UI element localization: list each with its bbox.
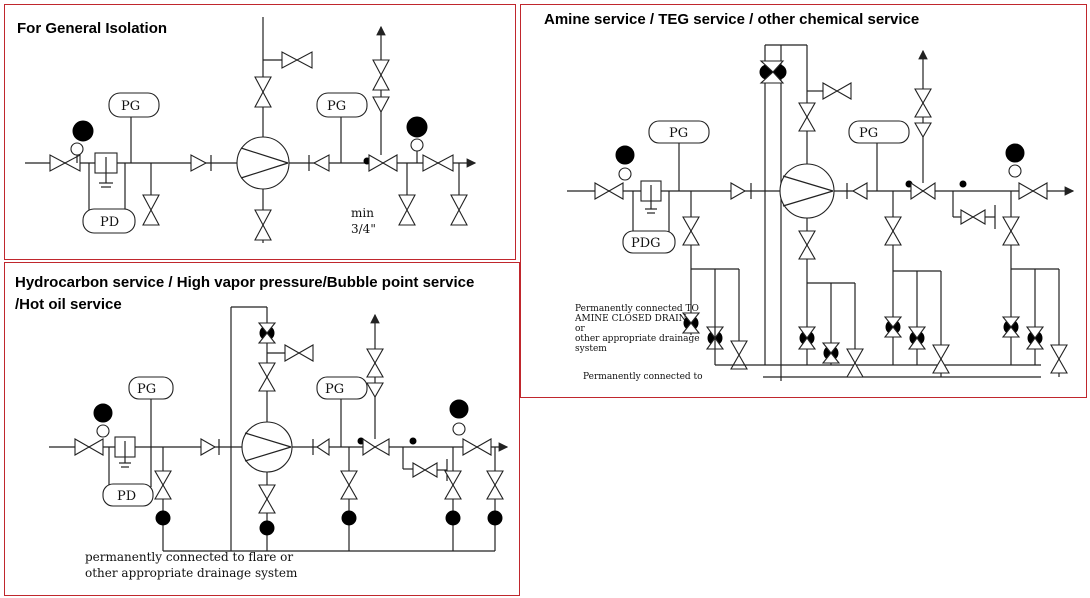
check-valve-discharge [846,182,868,200]
pressure-gauge-left [70,120,94,163]
vent-valve-upper [798,102,816,132]
pd-label: PD [117,489,136,504]
vent-valve-discharge [372,59,390,114]
pressure-gauge-right [1005,143,1025,178]
drain-valve-right [1001,216,1021,338]
bypass-valve [960,209,986,225]
drain-note-line2: AMINE CLOSED DRAIN [574,314,687,324]
strainer-symbol [94,152,118,188]
pg-right-bubble [316,376,368,400]
pg-left-label: PG [137,382,156,397]
control-valve [362,437,390,457]
panel-hydrocarbon-service: Hydrocarbon service / High vapor pressur… [4,262,520,596]
pg-left-bubble [648,120,710,144]
drain-valve-mid [340,470,358,526]
pg-right-bubble [848,120,910,144]
pressure-gauge-left [93,403,113,438]
drain-mid-closed-valves [907,326,950,374]
min-size-label: min [351,206,374,220]
drain-note-line6: Permanently connected to [583,372,703,382]
outlet-gate-valve [422,154,454,172]
amine-diagram: PDG PG Permanently connected TO AMINE CL… [567,44,1075,382]
strainer-symbol [114,436,136,468]
control-valve [910,181,936,201]
pump-drain-valve [258,484,276,536]
inlet-gate-valve [74,438,104,456]
vent-valve-upper [254,76,272,108]
inlet-gate-valve [49,154,81,172]
drain-note-line1: Permanently connected TO [575,304,699,314]
drain-note-line1: permanently connected to flare or [85,550,293,564]
pg-left-label: PG [669,126,688,141]
hydrocarbon-diagram: PD PG [49,306,509,580]
pump-drain-valves [797,230,817,350]
pressure-gauge-right [449,399,469,436]
pdg-label: PDG [631,236,661,251]
pg-right-label: PG [327,99,346,114]
pg-left-label: PG [121,99,140,114]
check-valve-discharge [312,437,330,457]
drain-valve-right [444,470,462,526]
panel-title: For General Isolation [17,20,168,37]
pdg-instrument-bubble [622,230,676,254]
pg-right-label: PG [859,126,878,141]
pump-drain-closed-valves [821,342,864,378]
panel-general-isolation: For General Isolation PD [4,4,516,260]
drain-note-line2: other appropriate drainage system [85,566,298,580]
pd-instrument-bubble [82,208,136,234]
pressure-gauge-right [406,116,428,163]
drain-valve-far-right [486,470,504,526]
min-size-value: 3/4" [351,222,376,236]
vent-valve-discharge [914,88,932,139]
drain-right-closed-valves [1025,326,1068,374]
drain-note-line5: system [575,344,607,354]
pg-right-label: PG [325,382,344,397]
pump-symbol [241,421,293,473]
drain-note-line3: or [575,324,585,334]
inlet-gate-valve [594,182,624,200]
panel-amine-service: Amine service / TEG service / other chem… [520,4,1087,398]
strainer-symbol [640,180,662,214]
drain-valve-mid [398,194,416,226]
vent-valve-side [284,344,314,362]
vent-valve-discharge [366,348,384,399]
drain-valve-mid [883,216,903,338]
drain-note-line4: other appropriate drainage [575,334,700,344]
pd-label: PD [100,215,119,230]
general-isolation-diagram: PD PG [25,17,477,243]
drain-valve-left [142,194,160,226]
panel-title: Hydrocarbon service / High vapor pressur… [15,274,475,313]
pg-left-bubble [108,92,160,118]
check-valve-suction [730,182,752,200]
drain-valve-right [450,194,468,226]
drain-valve-left [154,470,172,526]
bypass-valve [412,462,438,478]
pump-top-closed-valves [759,60,787,84]
control-valve [368,154,398,172]
pump-symbol [779,163,835,219]
check-valve-discharge [308,154,330,172]
pg-left-bubble [128,376,174,400]
pd-instrument-bubble [102,483,154,507]
pump-symbol [236,136,290,190]
drain-valve-left [682,216,700,246]
vent-valve-side [822,82,852,100]
panel-title: Amine service / TEG service / other chem… [544,11,920,28]
pg-right-bubble [316,92,368,118]
check-valve-suction [200,438,220,456]
pressure-gauge-left [615,145,635,181]
outlet-gate-valve [1018,182,1048,200]
vent-valve-side [281,51,313,69]
vent-valve-upper [257,322,277,392]
check-valve-suction [190,154,212,172]
outlet-gate-valve [462,438,492,456]
pump-drain-valve [254,209,272,241]
